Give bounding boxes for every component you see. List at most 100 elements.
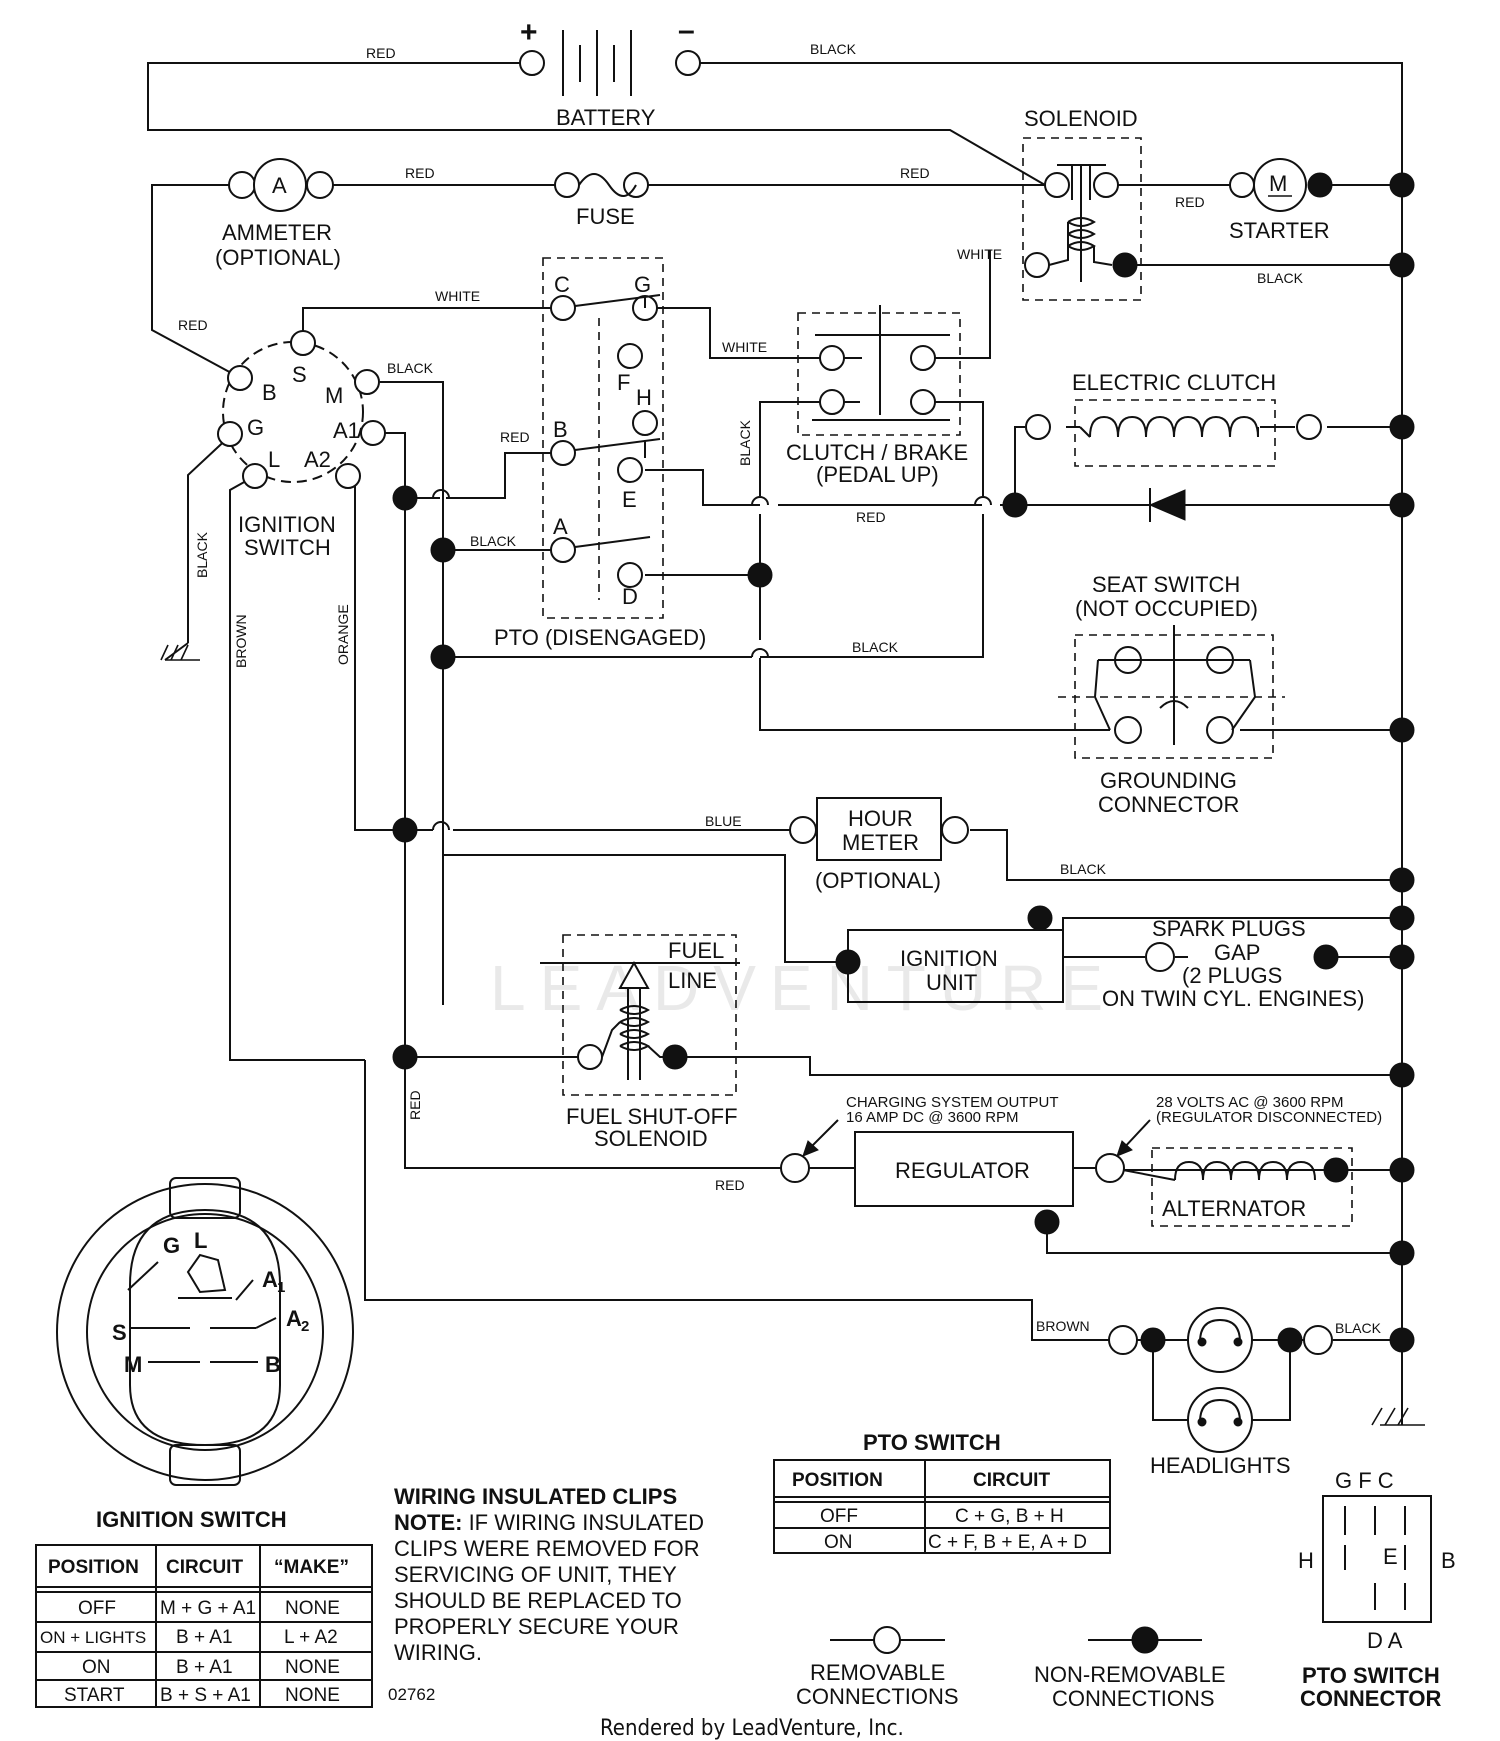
svg-text:A: A bbox=[553, 514, 568, 539]
svg-text:RED: RED bbox=[366, 45, 396, 61]
footer-credit: Rendered by LeadVenture, Inc. bbox=[600, 1716, 904, 1741]
svg-text:BLACK: BLACK bbox=[194, 531, 210, 578]
battery: + – BATTERY bbox=[519, 14, 701, 130]
svg-text:CONNECTIONS: CONNECTIONS bbox=[796, 1684, 959, 1709]
ignition-unit: IGNITION UNIT SPARK PLUGS GAP (2 PLUGS O… bbox=[847, 916, 1364, 1011]
headlights: HEADLIGHTS bbox=[1108, 1307, 1333, 1478]
svg-text:PTO SWITCH: PTO SWITCH bbox=[1302, 1663, 1440, 1688]
battery-minus: – bbox=[678, 14, 695, 47]
svg-text:BLACK: BLACK bbox=[1060, 861, 1107, 877]
legend: REMOVABLE CONNECTIONS NON-REMOVABLE CONN… bbox=[796, 1626, 1226, 1711]
svg-text:B: B bbox=[1441, 1548, 1456, 1573]
wire-labels: RED BLACK RED RED RED BLACK WHITE RED WH… bbox=[178, 41, 1382, 1336]
svg-text:“MAKE”: “MAKE” bbox=[274, 1557, 349, 1578]
svg-text:CONNECTIONS: CONNECTIONS bbox=[1052, 1686, 1215, 1711]
svg-text:B: B bbox=[265, 1352, 281, 1377]
svg-text:SWITCH: SWITCH bbox=[244, 535, 331, 560]
svg-text:CONNECTOR: CONNECTOR bbox=[1300, 1686, 1441, 1711]
ignition-switch-connector: G L A 1 A 2 S M B bbox=[56, 1177, 354, 1486]
svg-text:D A: D A bbox=[1367, 1628, 1403, 1653]
svg-text:BLACK: BLACK bbox=[387, 360, 434, 376]
svg-text:G: G bbox=[163, 1233, 180, 1258]
svg-text:PTO (DISENGAGED): PTO (DISENGAGED) bbox=[494, 625, 706, 650]
svg-text:RED: RED bbox=[856, 509, 886, 525]
svg-text:RED: RED bbox=[900, 165, 930, 181]
svg-text:A1: A1 bbox=[333, 418, 360, 443]
fuse: FUSE bbox=[554, 172, 649, 229]
svg-text:IGNITION SWITCH: IGNITION SWITCH bbox=[96, 1507, 287, 1532]
svg-text:SEAT SWITCH: SEAT SWITCH bbox=[1092, 572, 1240, 597]
svg-text:WIRING.: WIRING. bbox=[394, 1640, 482, 1665]
svg-text:G: G bbox=[247, 415, 264, 440]
svg-text:METER: METER bbox=[842, 830, 919, 855]
svg-text:BLACK: BLACK bbox=[1257, 270, 1304, 286]
fuel-shutoff-solenoid: FUEL LINE FUEL SHUT-OFF SOLENOID bbox=[540, 934, 740, 1151]
svg-text:UNIT: UNIT bbox=[926, 970, 977, 995]
svg-text:BLACK: BLACK bbox=[810, 41, 857, 57]
ammeter: A AMMETER (OPTIONAL) bbox=[215, 158, 341, 270]
svg-text:B + A1: B + A1 bbox=[176, 1657, 233, 1678]
svg-text:C: C bbox=[554, 272, 570, 297]
svg-text:(OPTIONAL): (OPTIONAL) bbox=[815, 868, 941, 893]
svg-text:WIRING INSULATED CLIPS: WIRING INSULATED CLIPS bbox=[394, 1484, 677, 1509]
svg-text:A: A bbox=[272, 173, 287, 198]
svg-text:IGNITION: IGNITION bbox=[900, 946, 998, 971]
svg-text:OFF: OFF bbox=[820, 1506, 858, 1527]
svg-text:LINE: LINE bbox=[668, 968, 717, 993]
svg-text:M + G + A1: M + G + A1 bbox=[160, 1598, 256, 1619]
svg-text:ON + LIGHTS: ON + LIGHTS bbox=[40, 1628, 146, 1647]
svg-text:IGNITION: IGNITION bbox=[238, 512, 336, 537]
svg-text:SERVICING OF UNIT, THEY: SERVICING OF UNIT, THEY bbox=[394, 1562, 677, 1587]
svg-text:RED: RED bbox=[407, 1090, 423, 1120]
svg-text:PTO SWITCH: PTO SWITCH bbox=[863, 1430, 1001, 1455]
svg-text:B + S + A1: B + S + A1 bbox=[160, 1685, 251, 1706]
svg-text:2: 2 bbox=[301, 1318, 309, 1335]
svg-text:NONE: NONE bbox=[285, 1685, 340, 1706]
svg-text:(REGULATOR DISCONNECTED): (REGULATOR DISCONNECTED) bbox=[1156, 1109, 1382, 1126]
electric-clutch: ELECTRIC CLUTCH bbox=[1025, 370, 1322, 522]
svg-text:G F C: G F C bbox=[1335, 1468, 1394, 1493]
svg-text:(PEDAL UP): (PEDAL UP) bbox=[816, 462, 939, 487]
svg-text:M: M bbox=[325, 383, 343, 408]
svg-text:SPARK PLUGS: SPARK PLUGS bbox=[1152, 916, 1306, 941]
svg-text:ON: ON bbox=[824, 1532, 853, 1553]
svg-text:RED: RED bbox=[715, 1177, 745, 1193]
svg-text:SHOULD BE REPLACED TO: SHOULD BE REPLACED TO bbox=[394, 1588, 682, 1613]
svg-text:AMMETER: AMMETER bbox=[222, 220, 332, 245]
svg-text:PROPERLY SECURE YOUR: PROPERLY SECURE YOUR bbox=[394, 1614, 679, 1639]
svg-text:BLACK: BLACK bbox=[1335, 1320, 1382, 1336]
starter: M STARTER bbox=[1229, 158, 1333, 243]
svg-text:POSITION: POSITION bbox=[48, 1557, 139, 1578]
svg-text:BLACK: BLACK bbox=[852, 639, 899, 655]
svg-text:ALTERNATOR: ALTERNATOR bbox=[1162, 1196, 1306, 1221]
svg-text:CLIPS WERE REMOVED FOR: CLIPS WERE REMOVED FOR bbox=[394, 1536, 700, 1561]
svg-text:ELECTRIC CLUTCH: ELECTRIC CLUTCH bbox=[1072, 370, 1276, 395]
ignition-switch: B S M G A1 L A2 IGNITION SWITCH bbox=[217, 330, 386, 560]
svg-text:G: G bbox=[634, 272, 651, 297]
svg-text:RED: RED bbox=[178, 317, 208, 333]
svg-text:16 AMP DC @ 3600 RPM: 16 AMP DC @ 3600 RPM bbox=[846, 1109, 1019, 1126]
svg-text:FUEL: FUEL bbox=[668, 938, 724, 963]
svg-text:A: A bbox=[286, 1306, 302, 1331]
svg-text:NONE: NONE bbox=[285, 1598, 340, 1619]
svg-text:E: E bbox=[622, 487, 637, 512]
svg-text:A2: A2 bbox=[304, 447, 331, 472]
svg-text:SOLENOID: SOLENOID bbox=[594, 1126, 708, 1151]
svg-text:B: B bbox=[262, 380, 277, 405]
svg-text:REGULATOR: REGULATOR bbox=[895, 1158, 1030, 1183]
svg-text:S: S bbox=[292, 362, 307, 387]
svg-text:M: M bbox=[1269, 171, 1287, 196]
svg-text:REMOVABLE: REMOVABLE bbox=[810, 1660, 945, 1685]
alternator: ALTERNATOR bbox=[1122, 1147, 1353, 1227]
svg-text:FUEL SHUT-OFF: FUEL SHUT-OFF bbox=[566, 1104, 738, 1129]
svg-text:S: S bbox=[112, 1320, 127, 1345]
svg-text:HOUR: HOUR bbox=[848, 806, 913, 831]
svg-text:NOTE: IF WIRING INSULATED: NOTE: IF WIRING INSULATED bbox=[394, 1510, 704, 1535]
svg-text:B + A1: B + A1 bbox=[176, 1627, 233, 1648]
seat-switch: SEAT SWITCH (NOT OCCUPIED) GROUNDING CON… bbox=[1058, 572, 1285, 817]
svg-text:WHITE: WHITE bbox=[435, 288, 480, 304]
pto-switch-connector: G F C H B E D A PTO SWITCH CONNECTOR bbox=[1298, 1468, 1456, 1711]
svg-text:L + A2: L + A2 bbox=[284, 1627, 338, 1648]
solenoid: SOLENOID bbox=[1022, 106, 1142, 301]
svg-text:ON: ON bbox=[82, 1657, 111, 1678]
